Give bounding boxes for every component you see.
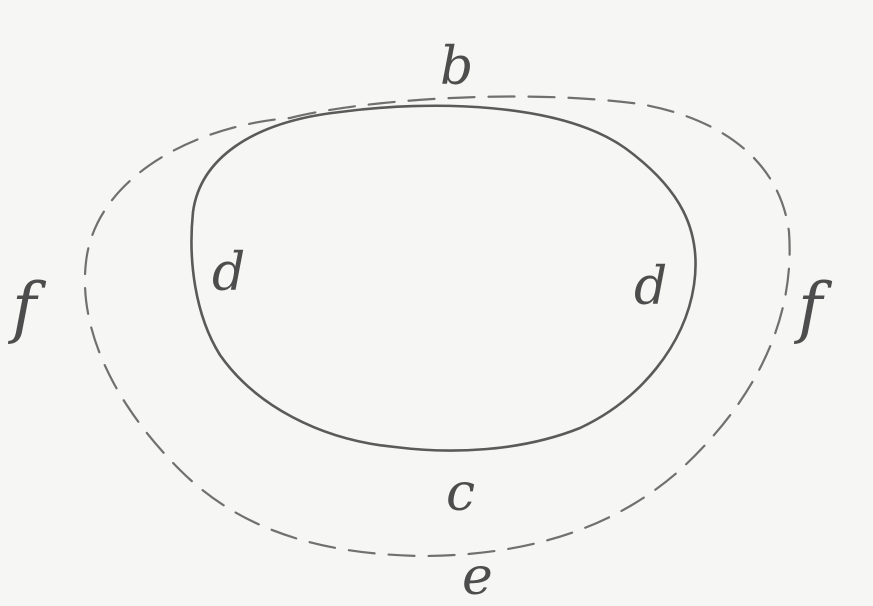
label-d-right: d: [634, 257, 667, 317]
label-f-left: f: [7, 269, 47, 346]
label-b: b: [440, 37, 473, 97]
label-e: e: [462, 547, 493, 606]
label-d-left: d: [212, 243, 245, 303]
inner-solid-outline: [190, 104, 697, 452]
label-f-right: f: [793, 269, 833, 346]
label-c: c: [446, 463, 475, 523]
outer-dashed-outline: [83, 95, 791, 558]
